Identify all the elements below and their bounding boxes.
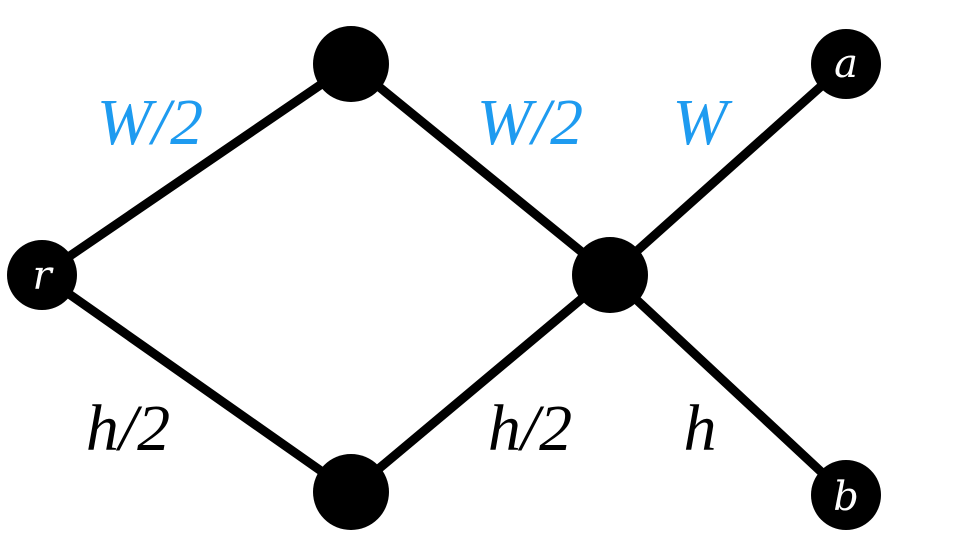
edge-bottom-hub — [346, 270, 615, 497]
edge-hub-a — [605, 59, 851, 280]
node-labels: r a b — [32, 41, 858, 520]
edge-top-hub — [346, 59, 615, 280]
node-r — [7, 240, 77, 310]
edge-label-hub-a: W — [673, 86, 733, 159]
node-label-a: a — [834, 41, 858, 87]
nodes — [7, 26, 881, 530]
edge-hub-b — [605, 270, 851, 500]
edge-label-r-top: W/2 — [97, 86, 203, 159]
edge-r-top — [37, 59, 356, 280]
edge-label-hub-b: h — [684, 392, 717, 465]
node-b — [811, 460, 881, 530]
edge-label-top-hub: W/2 — [477, 86, 583, 159]
edge-label-r-bottom: h/2 — [86, 392, 170, 465]
node-label-b: b — [833, 474, 859, 520]
edge-r-bottom — [37, 270, 356, 497]
node-a — [811, 29, 881, 99]
node-bottom — [313, 454, 389, 530]
edge-label-bottom-hub: h/2 — [488, 392, 572, 465]
node-hub — [572, 237, 648, 313]
edge-labels: W/2 W/2 W h/2 h/2 h — [86, 86, 733, 465]
node-top — [313, 26, 389, 102]
node-label-r: r — [32, 253, 54, 299]
edges — [37, 59, 851, 500]
